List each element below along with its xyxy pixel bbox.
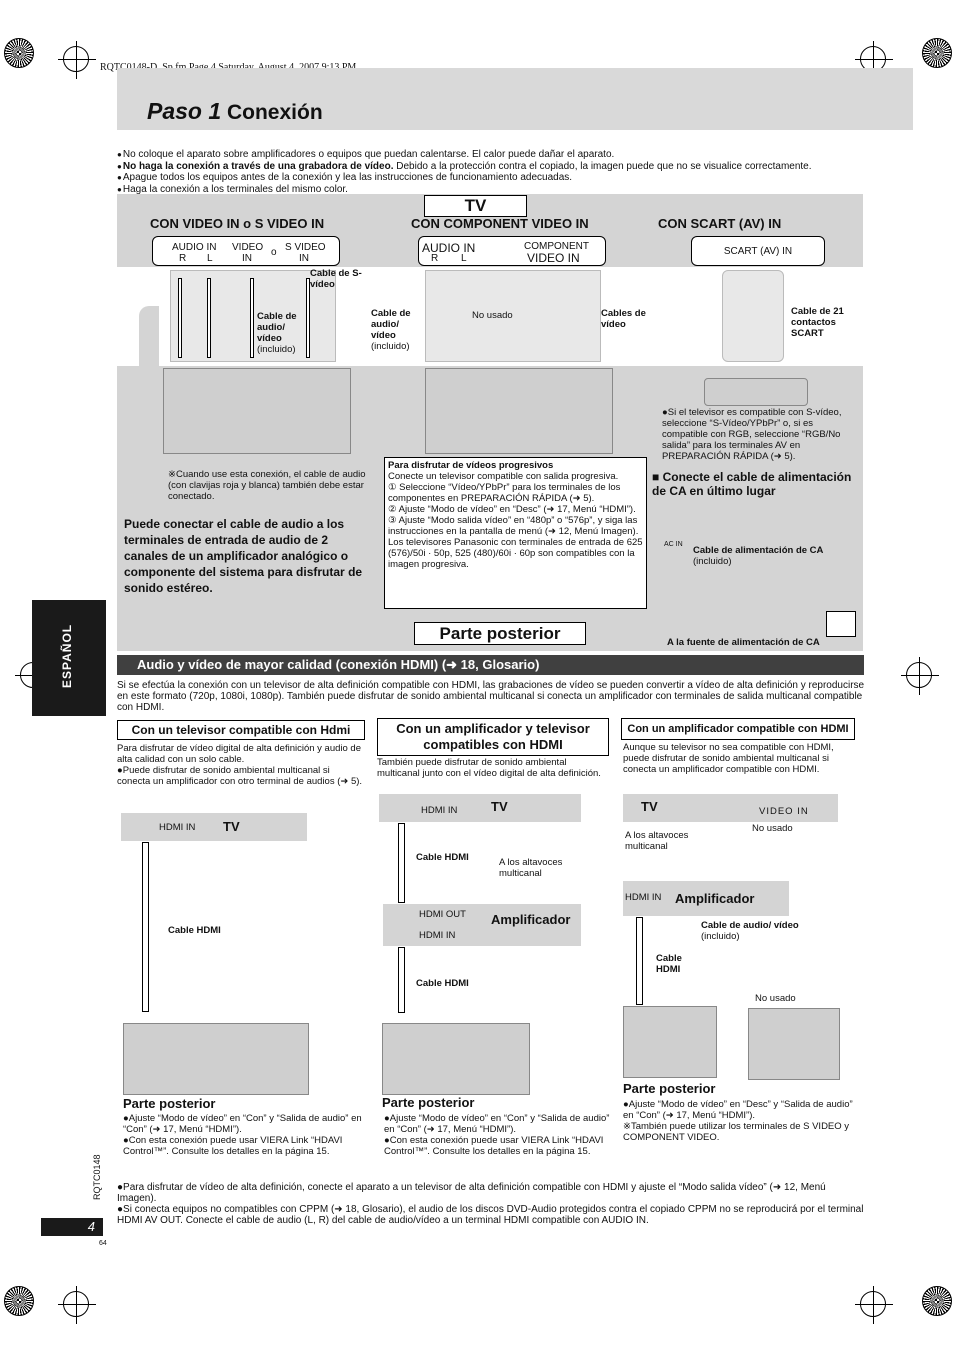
col2-rear-panel xyxy=(382,1023,530,1095)
power-source: A la fuente de alimentación de CA xyxy=(667,637,820,648)
bullet: No haga la conexión a través de una grab… xyxy=(117,161,897,173)
intro-bullets: No coloque el aparato sobre amplificador… xyxy=(117,149,897,195)
section-scart-in: CON SCART (AV) IN xyxy=(658,216,782,231)
col3-parte-posterior: Parte posterior xyxy=(623,1081,716,1096)
col3-amp: HDMI IN Amplificador xyxy=(623,881,789,916)
col2-notes: ●Ajuste “Modo de vídeo” en “Con” y “Sali… xyxy=(384,1113,610,1157)
label-cable-av: Cable de audio/ vídeo(incluido) xyxy=(257,311,297,355)
progressive-box: Para disfrutar de vídeos progresivos Con… xyxy=(384,457,647,609)
col3-text: Aunque su televisor no sea compatible co… xyxy=(623,742,834,775)
page-number: 4 xyxy=(41,1218,103,1236)
component-jack-panel: AUDIO IN COMPONENT R L VIDEO IN xyxy=(418,236,606,266)
scart-note: ●Si el televisor es compatible con S-víd… xyxy=(662,407,842,462)
hdmi-section-band: Audio y vídeo de mayor calidad (conexión… xyxy=(117,655,864,675)
col3-rear-panel-2 xyxy=(748,1008,840,1080)
col3-head: Con un amplificador compatible con HDMI xyxy=(621,718,855,740)
col3-no-usado-2: No usado xyxy=(755,993,796,1004)
label-cable-21: Cable de 21 contactos SCART xyxy=(791,306,844,339)
col1-rear-panel xyxy=(123,1023,309,1095)
col3-tv: TV VIDEO IN xyxy=(623,794,838,822)
col1-parte-posterior: Parte posterior xyxy=(123,1096,216,1111)
col2-parte-posterior: Parte posterior xyxy=(382,1095,475,1110)
bullet: No coloque el aparato sobre amplificador… xyxy=(117,149,897,161)
col3-cable-hdmi: Cable HDMI xyxy=(656,953,682,975)
video-jack-panel: AUDIO IN VIDEO o S VIDEO R L IN IN xyxy=(152,236,340,266)
bullet: Apague todos los equipos antes de la con… xyxy=(117,172,897,184)
col2-altavoces: A los altavoces multicanal xyxy=(499,857,563,879)
col2-tv: HDMI IN TV xyxy=(379,794,581,822)
col3-rear-panel-1 xyxy=(623,1006,717,1078)
registration-rosette xyxy=(4,38,34,68)
col1-head: Con un televisor compatible con Hdmi xyxy=(117,720,365,740)
rear-panel-component xyxy=(425,368,613,454)
side-tab: ESPAÑOL xyxy=(32,600,106,716)
page-sub: 64 xyxy=(99,1240,107,1247)
hdmi-intro: Si se efectúa la conexión con un televis… xyxy=(117,680,865,713)
ac-in-label: AC IN xyxy=(664,541,683,548)
label-cables-video: Cables de vídeo xyxy=(601,308,646,330)
power-cable-label: Cable de alimentación de CA (incluido) xyxy=(693,545,824,567)
crosshair-mark xyxy=(58,41,96,79)
power-outlet xyxy=(826,611,856,637)
section-video-in: CON VIDEO IN o S VIDEO IN xyxy=(150,216,325,231)
crosshair-mark xyxy=(855,1286,893,1324)
power-heading: ■ Conecte el cable de alimentación de CA… xyxy=(652,470,852,498)
col2-cable-label-1: Cable HDMI xyxy=(416,852,469,863)
col1-tv: HDMI IN TV xyxy=(121,813,307,841)
scart-cable xyxy=(722,270,784,362)
bullet: Haga la conexión a los terminales del mi… xyxy=(117,184,897,196)
amp-note: Puede conectar el cable de audio a los t… xyxy=(124,517,363,595)
registration-rosette xyxy=(922,38,952,68)
label-cable-av-2: Cable de audio/ vídeo(incluido) xyxy=(371,308,411,352)
label-cable-svideo: Cable de S-vídeo xyxy=(310,268,362,290)
tv-label: TV xyxy=(424,195,527,217)
col3-altavoces: A los altavoces multicanal xyxy=(625,830,689,852)
crosshair-mark xyxy=(58,1286,96,1324)
col3-cable-av: Cable de audio/ vídeo (incluido) xyxy=(701,920,799,942)
page-code: RQTC0148 xyxy=(92,1154,102,1200)
col3-notes: ●Ajuste “Modo de vídeo” en “Desc” y “Sal… xyxy=(623,1099,853,1143)
col1-cable-label: Cable HDMI xyxy=(168,925,221,936)
col2-cable-label-2: Cable HDMI xyxy=(416,978,469,989)
rear-panel-video xyxy=(163,368,351,454)
scart-jack-panel: SCART (AV) IN xyxy=(691,236,825,266)
cable-bundle-component xyxy=(425,270,601,362)
page-title: Paso 1 Conexión xyxy=(147,98,323,124)
section-component-in: CON COMPONENT VIDEO IN xyxy=(411,216,589,231)
col1-notes: ●Ajuste “Modo de vídeo” en “Con” y “Sali… xyxy=(123,1113,362,1157)
col2-amp: HDMI OUT HDMI IN Amplificador xyxy=(383,904,581,946)
registration-rosette xyxy=(922,1286,952,1316)
col2-text: También puede disfrutar de sonido ambien… xyxy=(377,757,601,779)
audio-note: ※Cuando use esta conexión, el cable de a… xyxy=(168,469,366,502)
scart-connector xyxy=(704,378,808,406)
parte-posterior-label: Parte posterior xyxy=(414,622,586,645)
crosshair-mark xyxy=(901,657,939,695)
label-no-usado: No usado xyxy=(472,310,513,321)
col1-hdmi-cable xyxy=(142,842,149,1012)
registration-rosette xyxy=(4,1286,34,1316)
file-info: RQTC0148-D_Sp.fm Page 4 Saturday, August… xyxy=(100,62,356,74)
col3-no-usado-1: No usado xyxy=(752,823,793,834)
title-band xyxy=(117,68,913,130)
col2-head: Con un amplificador y televisor compatib… xyxy=(377,718,609,756)
footer-bullets: ●Para disfrutar de vídeo de alta definic… xyxy=(117,1182,864,1226)
col1-text: Para disfrutar de vídeo digital de alta … xyxy=(117,743,363,787)
